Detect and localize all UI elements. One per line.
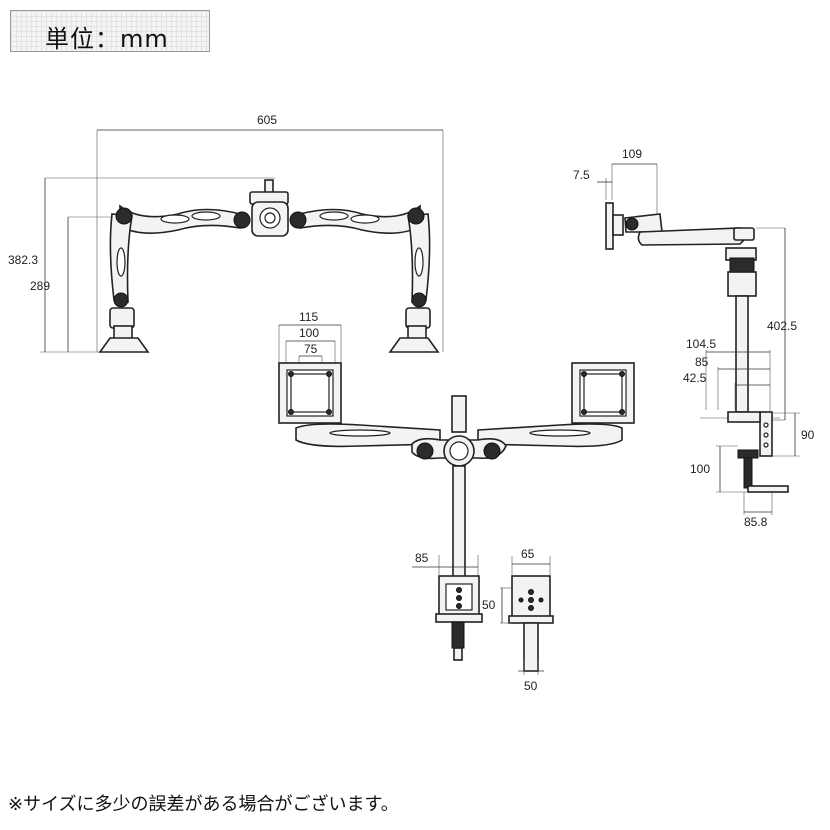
dim-label-90: 90 [801,428,815,442]
dim-label-104-5: 104.5 [686,337,716,351]
unit-label: 単位：mm [45,25,169,53]
dim-label-289: 289 [30,279,50,293]
dim-label-7-5: 7.5 [573,168,590,182]
dim-label-50-side: 50 [482,598,496,612]
dim-label-85-base: 85 [415,551,429,565]
top-view: 115 100 75 [278,310,635,693]
dim-label-65: 65 [521,547,535,561]
dim-label-85-8: 85.8 [744,515,768,529]
dim-label-75: 75 [304,342,318,356]
dim-label-100-side: 100 [690,462,710,476]
dim-label-382-3: 382.3 [8,253,38,267]
dim-label-50-bottom: 50 [524,679,538,693]
dim-label-605: 605 [257,113,277,127]
dim-label-100-vesa: 100 [299,326,319,340]
dim-label-85-side: 85 [695,355,709,369]
dim-label-115: 115 [299,310,318,324]
dim-label-402-5: 402.5 [767,319,797,333]
dim-label-42-5: 42.5 [683,371,707,385]
unit-label-box: 単位：mm [10,10,210,53]
front-view: 605 382.3 289 [8,113,444,353]
side-view: 109 7.5 402.5 104 [573,147,815,529]
footnote: ※サイズに多少の誤差がある場合がございます。 [8,794,399,815]
dim-label-109: 109 [622,147,642,161]
